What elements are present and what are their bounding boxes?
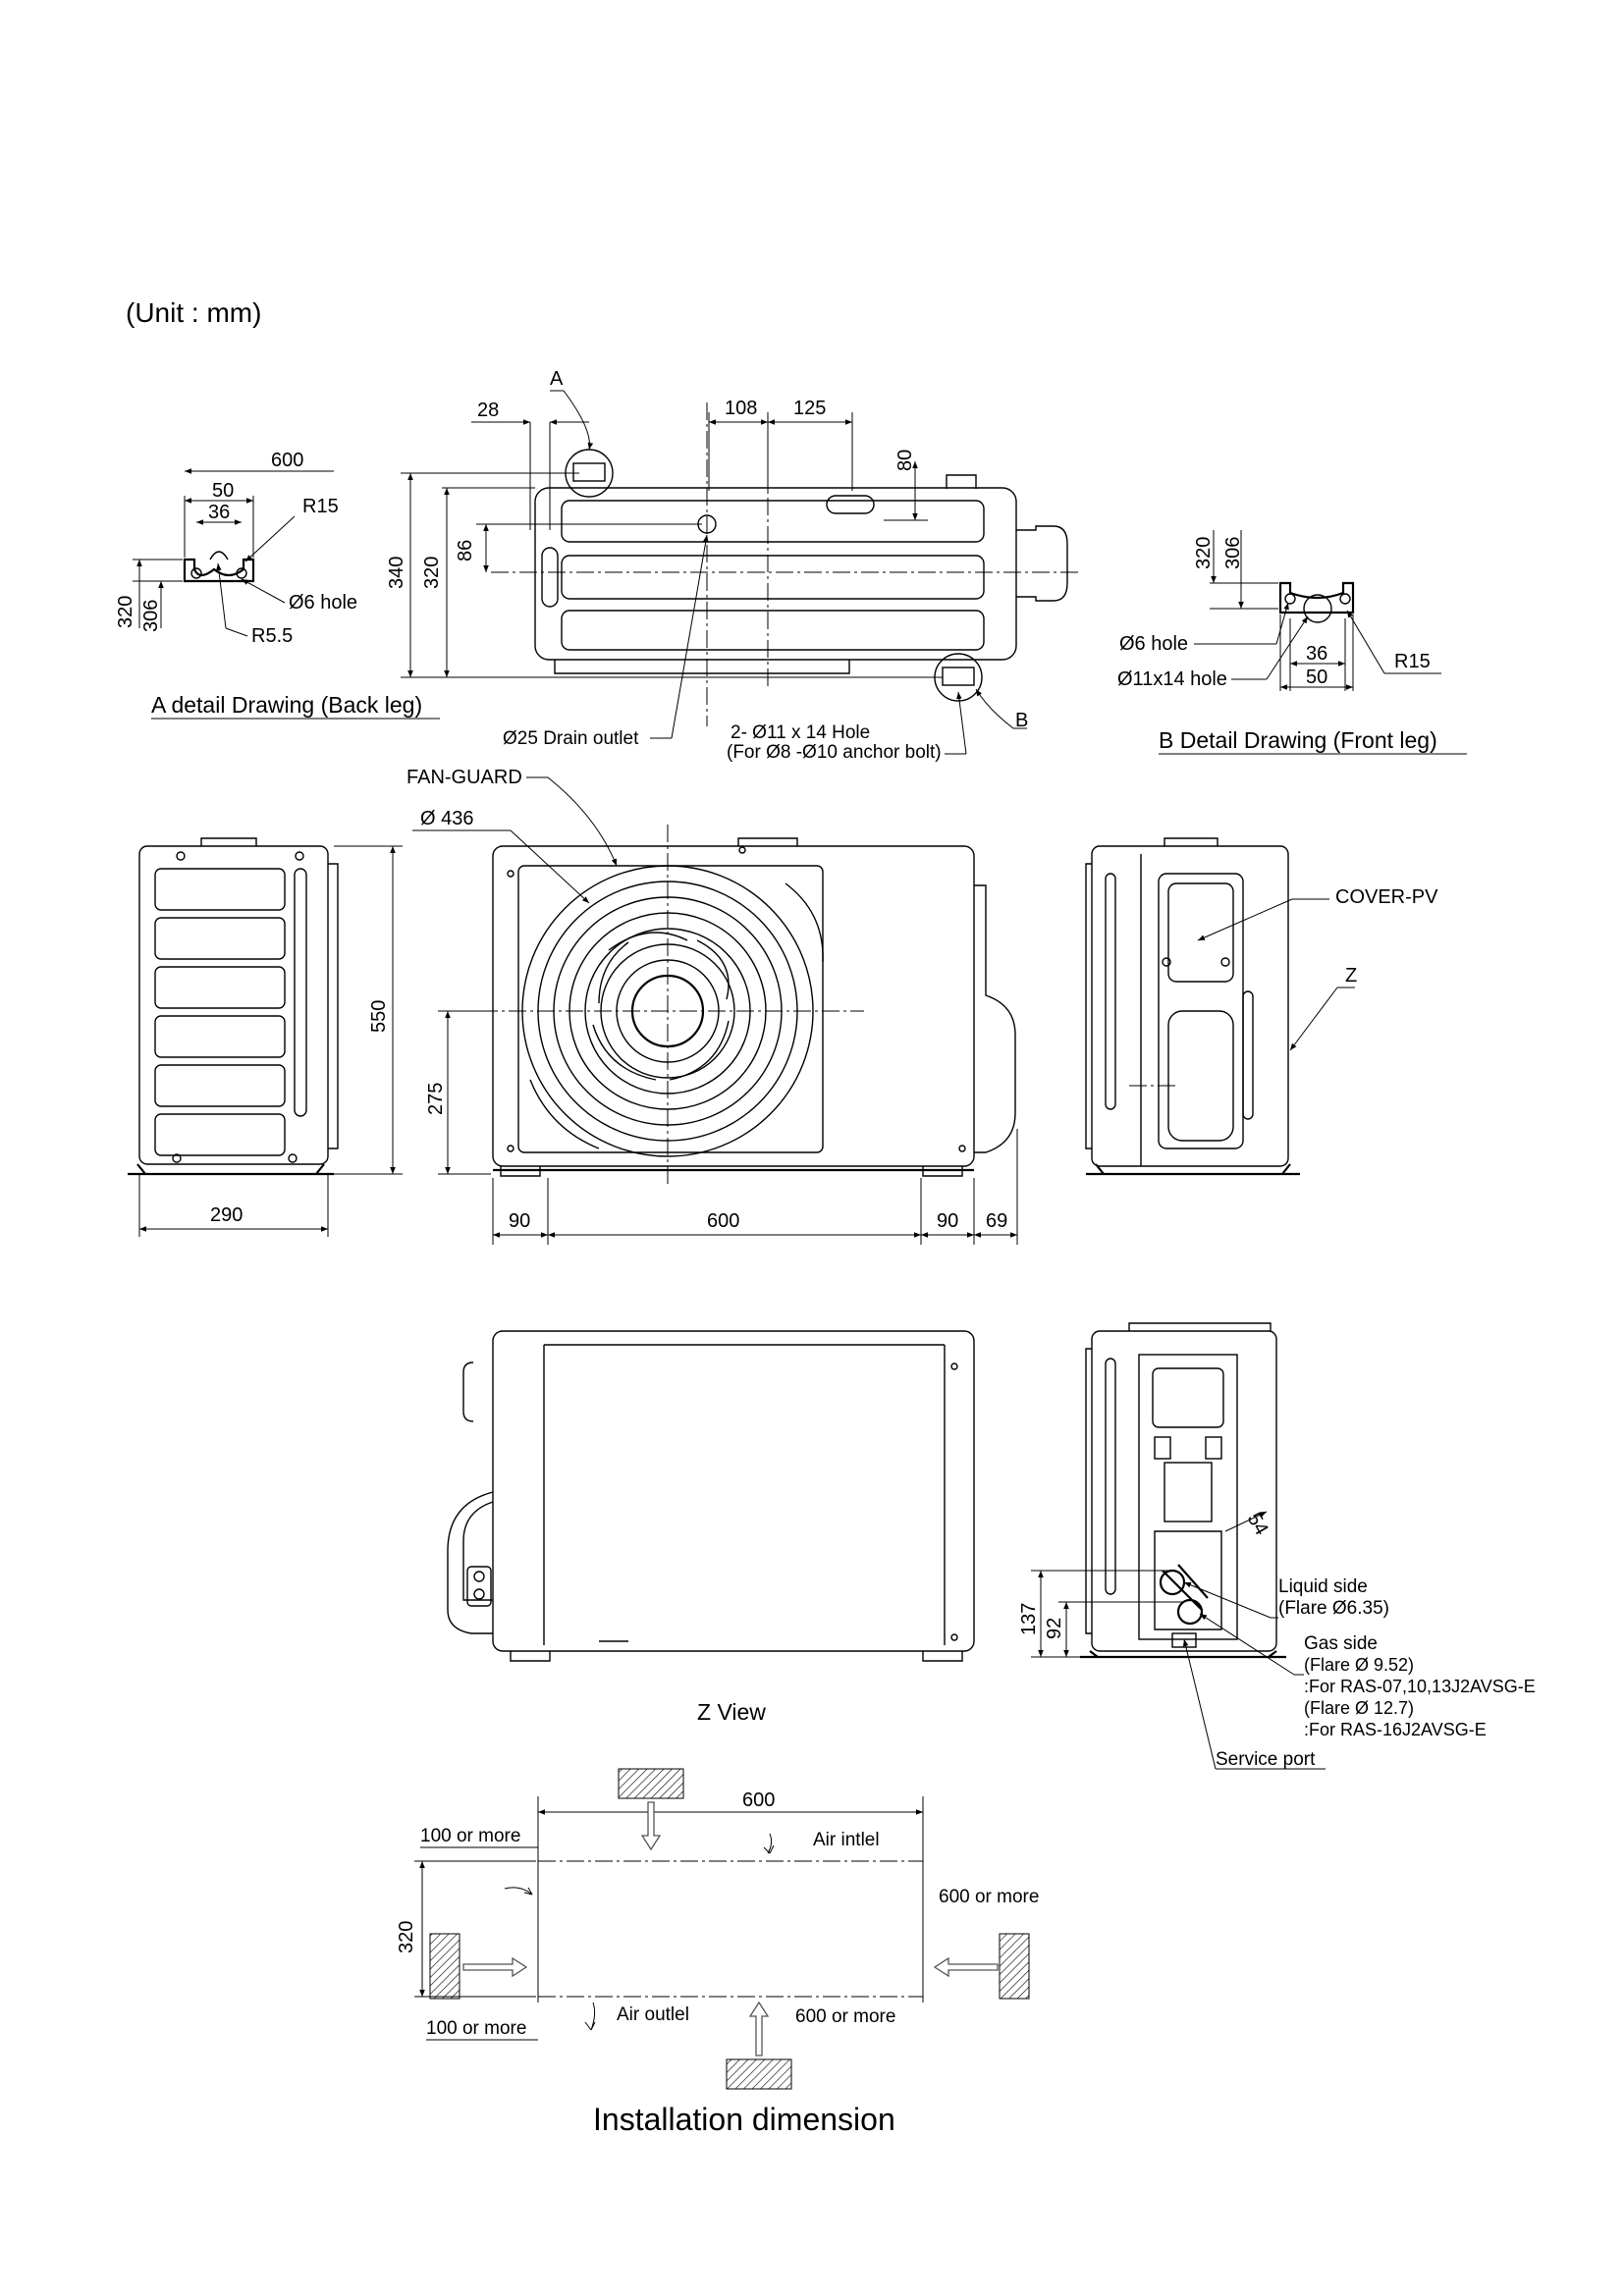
detail-a-dim-306: 306 bbox=[140, 600, 162, 632]
z-view-label: Z View bbox=[697, 1699, 766, 1725]
fan-diameter-label: Ø 436 bbox=[420, 808, 473, 829]
left-dim-290: 290 bbox=[210, 1204, 243, 1226]
anchor-hole-line1: 2- Ø11 x 14 Hole bbox=[731, 722, 870, 743]
left-dim-550: 550 bbox=[368, 1000, 390, 1033]
pipe-dim-54: 54 bbox=[1243, 1510, 1272, 1539]
front-dim-600: 600 bbox=[707, 1210, 739, 1232]
front-dim-275: 275 bbox=[425, 1083, 447, 1115]
top-dim-108: 108 bbox=[725, 398, 757, 419]
pipe-side-view: 54 137 92 Liquid side (Flare Ø6.35) Gas … bbox=[1018, 1322, 1536, 1770]
drain-outlet-label: Ø25 Drain outlet bbox=[503, 728, 639, 749]
detail-b-dim-320: 320 bbox=[1193, 537, 1215, 569]
detail-a-r55: R5.5 bbox=[251, 625, 293, 647]
top-view: 28 108 125 80 86 340 320 A B Ø25 Drain o… bbox=[386, 368, 1080, 763]
detail-b-dim-306: 306 bbox=[1222, 537, 1244, 569]
detail-a-dim-600: 600 bbox=[271, 450, 303, 471]
liquid-side-label: Liquid side bbox=[1278, 1576, 1368, 1597]
detail-a-dim-36: 36 bbox=[208, 502, 230, 523]
detail-a-r15: R15 bbox=[302, 496, 339, 517]
detail-b-hole11: Ø11x14 hole bbox=[1117, 668, 1227, 690]
top-dim-125: 125 bbox=[793, 398, 826, 419]
detail-b-caption: B Detail Drawing (Front leg) bbox=[1159, 727, 1437, 753]
service-port-label: Service port bbox=[1216, 1749, 1316, 1770]
air-outlet-label: Air outlel bbox=[617, 2004, 689, 2025]
top-dim-80: 80 bbox=[894, 450, 916, 471]
detail-a-drawing: 600 50 36 R15 Ø6 hole R5.5 320 306 A det… bbox=[115, 450, 440, 720]
gas-for-1: :For RAS-07,10,13J2AVSG-E bbox=[1304, 1677, 1536, 1696]
unit-note: (Unit : mm) bbox=[126, 297, 261, 328]
detail-a-caption: A detail Drawing (Back leg) bbox=[151, 692, 422, 718]
detail-a-dim-320: 320 bbox=[115, 596, 136, 628]
installation-diagram: 600 320 100 or more Air intlel 600 or mo… bbox=[396, 1768, 1039, 2137]
mark-b: B bbox=[1015, 710, 1028, 731]
rear-z-view: Z View bbox=[447, 1330, 975, 1725]
z-label: Z bbox=[1345, 965, 1357, 987]
right-side-view: COVER-PV Z bbox=[1085, 837, 1438, 1176]
install-back-clearance: 100 or more bbox=[420, 1826, 520, 1846]
pipe-dim-137: 137 bbox=[1018, 1603, 1040, 1635]
gas-side-label: Gas side bbox=[1304, 1633, 1378, 1654]
detail-a-dim-50: 50 bbox=[212, 480, 234, 502]
install-right-clearance: 600 or more bbox=[939, 1887, 1039, 1907]
installation-title: Installation dimension bbox=[593, 2102, 895, 2137]
top-dim-320: 320 bbox=[421, 557, 443, 589]
mark-a: A bbox=[550, 368, 564, 390]
detail-b-drawing: 320 306 Ø6 hole Ø11x14 hole 36 50 R15 B … bbox=[1117, 530, 1467, 755]
liquid-flare-label: (Flare Ø6.35) bbox=[1278, 1598, 1389, 1619]
left-side-view: 290 550 bbox=[128, 837, 403, 1237]
detail-b-dim-36: 36 bbox=[1306, 643, 1327, 665]
front-dim-69: 69 bbox=[986, 1210, 1007, 1232]
install-left-clearance: 100 or more bbox=[426, 2018, 526, 2039]
gas-flare-2: (Flare Ø 12.7) bbox=[1304, 1698, 1414, 1718]
front-view: FAN-GUARD Ø 436 275 90 600 90 69 bbox=[406, 767, 1018, 1245]
front-dim-90-left: 90 bbox=[509, 1210, 530, 1232]
cover-pv-label: COVER-PV bbox=[1335, 886, 1438, 908]
fan-guard-label: FAN-GUARD bbox=[406, 767, 522, 788]
top-dim-340: 340 bbox=[386, 557, 407, 589]
top-dim-28: 28 bbox=[477, 400, 499, 421]
install-dim-600: 600 bbox=[742, 1789, 775, 1811]
anchor-hole-line2: (For Ø8 -Ø10 anchor bolt) bbox=[727, 742, 942, 763]
install-dim-320: 320 bbox=[396, 1921, 417, 1953]
detail-a-hole: Ø6 hole bbox=[289, 592, 357, 614]
front-dim-90-right: 90 bbox=[937, 1210, 958, 1232]
gas-for-2: :For RAS-16J2AVSG-E bbox=[1304, 1720, 1487, 1739]
detail-b-dim-50: 50 bbox=[1306, 667, 1327, 688]
pipe-dim-92: 92 bbox=[1044, 1618, 1065, 1639]
air-inlet-label: Air intlel bbox=[813, 1830, 880, 1850]
detail-b-r15: R15 bbox=[1394, 651, 1431, 672]
detail-b-hole6: Ø6 hole bbox=[1119, 633, 1188, 655]
install-front-clearance: 600 or more bbox=[795, 2006, 895, 2027]
gas-flare-1: (Flare Ø 9.52) bbox=[1304, 1655, 1414, 1675]
top-dim-86: 86 bbox=[455, 540, 476, 561]
